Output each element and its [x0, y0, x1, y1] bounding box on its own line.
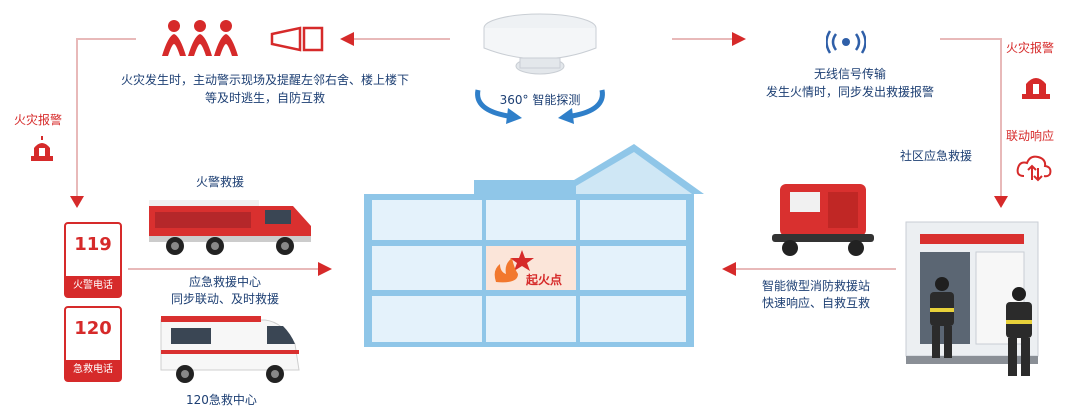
alert-text-line2: 等及时逃生，自防互救 — [204, 91, 325, 105]
connector-right-top — [940, 38, 1000, 40]
firefighter-right-illustration — [1006, 287, 1032, 376]
medical-phone-label: 急救电话 — [66, 360, 120, 380]
arrow-right-top — [732, 32, 746, 46]
arrow-right-mid — [318, 262, 332, 276]
smoke-detector-icon — [483, 13, 597, 75]
linkage-label: 联动响应 — [1006, 129, 1055, 143]
megaphone-icon — [270, 26, 324, 52]
connector-top-right — [672, 38, 732, 40]
cloud-sync-icon — [1016, 155, 1052, 182]
micro-fire-station-illustration — [772, 184, 874, 256]
people-icon — [162, 20, 238, 56]
connector-right-vertical — [1000, 38, 1002, 198]
connector-left-vertical — [76, 38, 78, 198]
fire-rescue-label: 火警救援 — [196, 175, 245, 189]
firefighter-left-illustration — [930, 277, 954, 358]
ambulance-illustration — [160, 316, 300, 383]
medical-phone-number: 120 — [74, 318, 112, 339]
connector-mid-left — [128, 268, 318, 270]
arrow-left-mid — [722, 262, 736, 276]
station-text-line2: 快速响应、自救互救 — [761, 296, 870, 310]
rotation-arrows-icon — [475, 89, 605, 124]
left-fire-alarm-label: 火灾报警 — [14, 113, 63, 127]
house-illustration — [364, 144, 704, 347]
connector-left-top — [76, 38, 136, 40]
alert-text-line1: 火灾发生时，主动警示现场及提醒左邻右舍、楼上楼下 — [120, 73, 409, 87]
arrow-down-left — [70, 196, 84, 208]
medical-phone-card: 120 急救电话 — [64, 306, 122, 382]
rescue-center-line1: 应急救援中心 — [188, 275, 261, 289]
fire-origin-label: 起火点 — [526, 273, 563, 287]
connector-top-left — [350, 38, 450, 40]
arrow-down-right — [994, 196, 1008, 208]
fire-phone-number: 119 — [74, 234, 112, 255]
fire-phone-card: 119 火警电话 — [64, 222, 122, 298]
right-fire-alarm-label: 火灾报警 — [1006, 41, 1055, 55]
wireless-text-line2: 发生火情时，同步发出救援报警 — [765, 85, 934, 99]
arrow-left-top — [340, 32, 354, 46]
station-text-line1: 智能微型消防救援站 — [761, 279, 870, 293]
community-rescue-label: 社区应急救援 — [900, 149, 973, 163]
alarm-light-icon — [31, 136, 53, 161]
detector-caption: 360° 智能探测 — [499, 93, 581, 107]
wireless-text-line1: 无线信号传输 — [813, 67, 886, 81]
connector-mid-right — [736, 268, 896, 270]
ambulance-caption: 120急救中心 — [186, 393, 257, 407]
wireless-signal-icon — [826, 30, 866, 54]
fire-phone-label: 火警电话 — [66, 276, 120, 296]
rescue-center-line2: 同步联动、及时救援 — [170, 292, 279, 306]
fire-truck-illustration — [149, 200, 311, 255]
alarm-light-icon-right — [1022, 78, 1050, 99]
